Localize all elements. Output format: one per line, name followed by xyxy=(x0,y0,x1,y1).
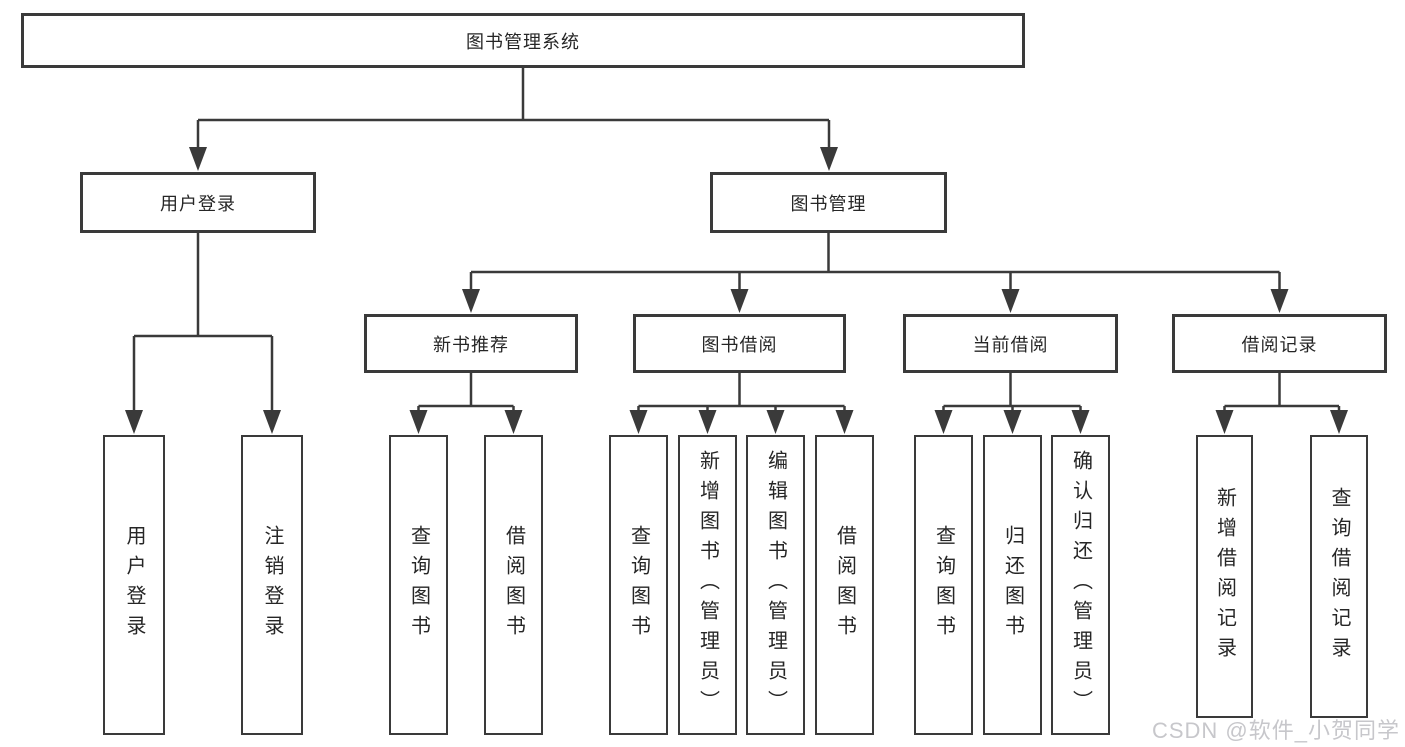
leaf-borrow-edit: 编辑图书（管理员） xyxy=(746,435,805,735)
leaf-borrow-add-label: 新增图书（管理员） xyxy=(696,450,719,720)
leaf-borrow-query: 查询图书 xyxy=(609,435,668,735)
node-current-borrow: 当前借阅 xyxy=(903,314,1118,373)
leaf-newbook-borrow-label: 借阅图书 xyxy=(502,525,525,645)
leaf-newbook-query: 查询图书 xyxy=(389,435,448,735)
leaf-record-add-label: 新增借阅记录 xyxy=(1213,486,1236,667)
leaf-current-confirm-label: 确认归还（管理员） xyxy=(1069,450,1092,720)
leaf-newbook-borrow: 借阅图书 xyxy=(484,435,543,735)
leaf-current-query: 查询图书 xyxy=(914,435,973,735)
leaf-current-return-label: 归还图书 xyxy=(1001,525,1024,645)
node-user-login: 用户登录 xyxy=(80,172,316,233)
leaf-borrow-query-label: 查询图书 xyxy=(627,525,650,645)
node-new-book-recommend: 新书推荐 xyxy=(364,314,578,373)
leaf-current-return: 归还图书 xyxy=(983,435,1042,735)
leaf-logout: 注销登录 xyxy=(241,435,303,735)
leaf-record-query: 查询借阅记录 xyxy=(1310,435,1368,718)
leaf-borrow-borrow-label: 借阅图书 xyxy=(833,525,856,645)
node-borrow-records: 借阅记录 xyxy=(1172,314,1387,373)
node-book-management-label: 图书管理 xyxy=(790,193,867,214)
leaf-borrow-borrow: 借阅图书 xyxy=(815,435,874,735)
node-current-borrow-label: 当前借阅 xyxy=(972,334,1049,355)
node-new-book-recommend-label: 新书推荐 xyxy=(433,334,509,355)
node-book-borrow: 图书借阅 xyxy=(633,314,846,373)
leaf-newbook-query-label: 查询图书 xyxy=(407,525,430,645)
leaf-user-login: 用户登录 xyxy=(103,435,165,735)
leaf-user-login-label: 用户登录 xyxy=(123,525,145,645)
leaf-current-query-label: 查询图书 xyxy=(932,525,955,645)
watermark: CSDN @软件_小贺同学 xyxy=(1151,718,1400,743)
node-root-label: 图书管理系统 xyxy=(466,31,580,52)
leaf-record-query-label: 查询借阅记录 xyxy=(1328,486,1350,667)
node-root: 图书管理系统 xyxy=(21,13,1025,68)
leaf-current-confirm: 确认归还（管理员） xyxy=(1051,435,1110,735)
node-user-login-label: 用户登录 xyxy=(160,193,236,214)
leaf-record-add: 新增借阅记录 xyxy=(1196,435,1253,718)
node-borrow-records-label: 借阅记录 xyxy=(1241,334,1318,355)
node-book-borrow-label: 图书借阅 xyxy=(701,334,778,355)
node-book-management: 图书管理 xyxy=(710,172,947,233)
leaf-borrow-add: 新增图书（管理员） xyxy=(678,435,737,735)
leaf-borrow-edit-label: 编辑图书（管理员） xyxy=(764,450,787,720)
leaf-logout-label: 注销登录 xyxy=(261,525,283,645)
